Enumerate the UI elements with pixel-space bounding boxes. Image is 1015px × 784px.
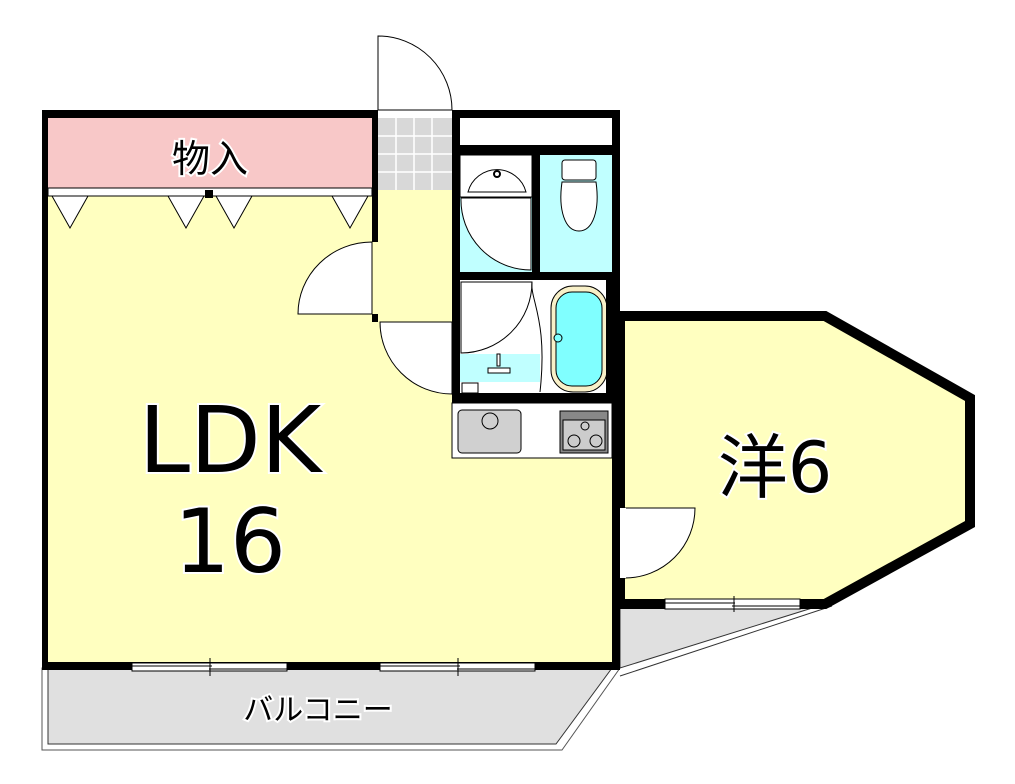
washroom-door[interactable]	[460, 197, 532, 271]
top-strip	[460, 118, 612, 145]
entrance-tile	[378, 118, 452, 190]
storage-closet	[48, 118, 372, 190]
bathtub-icon	[550, 285, 608, 393]
balcony-label: バルコニー	[243, 693, 392, 728]
toilet-icon	[560, 159, 598, 232]
western-room-label: 洋6	[718, 427, 833, 509]
ldk-window-left[interactable]	[131, 658, 288, 676]
balcony	[41, 603, 833, 751]
front-door[interactable]	[377, 35, 453, 111]
ldk-window-right[interactable]	[379, 658, 536, 676]
western-room-door[interactable]	[624, 507, 696, 579]
walls	[42, 110, 620, 670]
ldk-label: LDK	[139, 387, 324, 494]
hall-door[interactable]	[379, 321, 453, 395]
kitchen-sink-icon	[457, 409, 522, 454]
closet-doors[interactable]	[51, 195, 369, 230]
ldk-floor	[48, 190, 612, 662]
stove-icon	[559, 410, 609, 454]
storage-label: 物入	[172, 137, 248, 181]
ldk-size-label: 16	[174, 490, 286, 593]
bathroom-door[interactable]	[460, 281, 533, 354]
washbasin-icon	[467, 169, 527, 193]
ldk-door[interactable]	[297, 241, 373, 315]
western-room-window[interactable]	[664, 596, 801, 612]
faucet-icon	[487, 353, 511, 374]
